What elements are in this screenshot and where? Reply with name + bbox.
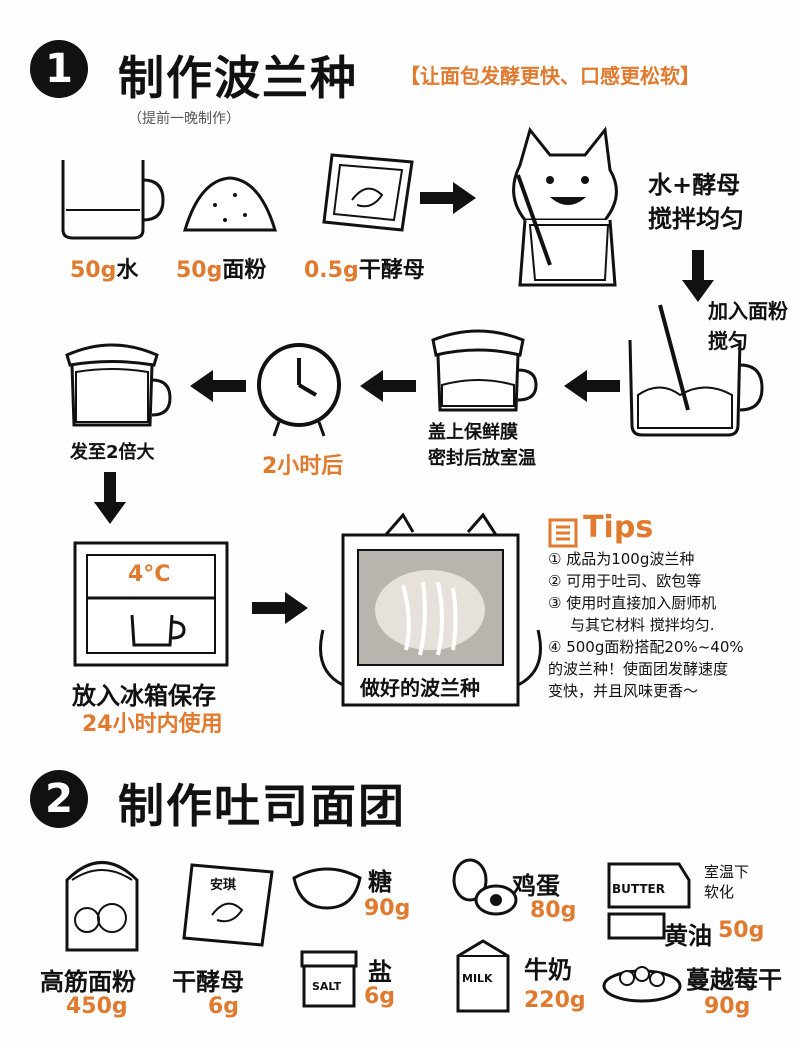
ingredient-milk-qty: 220g [524, 988, 586, 1013]
ingredient-cranberry-qty: 90g [704, 994, 751, 1019]
flour-name: 面粉 [222, 258, 267, 283]
water-qty: 50g [70, 258, 117, 283]
ingredient-cranberry: 蔓越莓干 [686, 966, 782, 994]
step-double-label: 发至2倍大 [70, 438, 155, 464]
flour-qty: 50g [176, 258, 223, 283]
yeast-brand-label: 安琪 [210, 878, 237, 893]
clock-icon [257, 343, 341, 437]
step-number-2: 2 [30, 770, 88, 828]
flour-cup-icon [628, 304, 764, 437]
ingredient-bread-flour: 高筋面粉 [40, 968, 136, 996]
step-double-text: 发至2倍大 [70, 442, 155, 463]
ingredient-egg: 鸡蛋 [512, 872, 560, 900]
arrow-left-icon-3 [190, 370, 246, 402]
sugar-bowl-icon [292, 867, 362, 910]
ingredient-salt: 盐 [368, 958, 392, 986]
arrow-left-icon-2 [360, 370, 416, 402]
tip-line: 变快，并且风味更香～ [548, 682, 699, 700]
ingredient-butter: 黄油 [664, 922, 712, 950]
ingredient-salt-qty: 6g [364, 984, 396, 1009]
yeast-packet-icon-2 [182, 863, 274, 947]
salt-jar-label: SALT [312, 980, 342, 993]
salt-jar-icon [300, 950, 358, 1008]
ingredient-yeast: 0.5g干酵母 [304, 252, 425, 284]
arrow-down-icon [682, 250, 714, 302]
fridge-icon [73, 541, 229, 667]
done-poolish-frame [319, 512, 542, 707]
ingredient-dry-yeast-qty: 6g [208, 994, 240, 1019]
milk-carton-label: MILK [462, 972, 493, 985]
ingredient-flour: 50g面粉 [176, 252, 266, 284]
flour-bag-icon [65, 861, 139, 952]
tips-title: Tips [583, 510, 654, 545]
water-name: 水 [116, 258, 139, 283]
tips-box: Tips [548, 510, 653, 548]
yeast-packet-icon [322, 153, 414, 232]
fridge-label: 放入冰箱保存 [72, 682, 216, 710]
tip-line: ① 成品为100g波兰种 [548, 550, 695, 568]
step-time-label: 2小时后 [262, 454, 344, 479]
tip-line: ② 可用于吐司、欧包等 [548, 572, 702, 590]
risen-cup-icon [65, 343, 172, 427]
butter-icon [607, 862, 691, 940]
butter-box-label: BUTTER [612, 882, 665, 896]
tips-icon [548, 518, 578, 547]
tips-list: ① 成品为100g波兰种 ② 可用于吐司、欧包等 ③ 使用时直接加入厨师机 与其… [548, 548, 744, 702]
tip-line: ④ 500g面粉搭配20%~40% [548, 638, 744, 656]
section1-title: 制作波兰种 [118, 51, 358, 105]
tip-line: 的波兰种！使面团发酵速度 [548, 660, 729, 678]
ingredient-sugar: 糖 [368, 868, 392, 896]
milk-carton-icon [456, 939, 510, 1013]
arrow-down-icon-2 [94, 472, 126, 524]
cat-mixing-icon [512, 126, 618, 287]
cranberry-plate-icon [602, 966, 682, 1003]
arrow-left-icon [564, 370, 620, 402]
water-cup-icon [61, 160, 165, 240]
butter-note: 室温下 软化 [704, 863, 750, 901]
ingredient-dry-yeast: 干酵母 [172, 968, 244, 996]
done-label: 做好的波兰种 [360, 676, 480, 700]
covered-cup-icon [431, 329, 538, 412]
ingredient-sugar-qty: 90g [364, 896, 411, 921]
arrow-right-icon-2 [252, 592, 308, 624]
tip-line: 与其它材料 搅拌均匀. [570, 616, 715, 634]
section1-subtitle: 【让面包发酵更快、口感更松软】 [400, 64, 700, 88]
step-cover-label: 盖上保鲜膜 密封后放室温 [428, 422, 536, 469]
ingredient-water: 50g水 [70, 252, 138, 284]
step-number-1: 1 [30, 40, 88, 98]
egg-icon [452, 858, 518, 916]
yeast-qty: 0.5g [304, 258, 359, 283]
ingredient-butter-qty: 50g [718, 918, 765, 943]
ingredient-egg-qty: 80g [530, 898, 577, 923]
flour-pile-icon [182, 176, 278, 232]
tip-line: ③ 使用时直接加入厨师机 [548, 594, 717, 612]
ingredient-bread-flour-qty: 450g [66, 994, 128, 1019]
ingredient-milk: 牛奶 [524, 956, 572, 984]
yeast-name: 干酵母 [358, 258, 425, 283]
arrow-right-icon [420, 182, 476, 214]
fridge-note: 24小时内使用 [82, 712, 223, 737]
section2-title: 制作吐司面团 [118, 779, 406, 833]
step-mix-label: 水+酵母 搅拌均匀 [648, 171, 744, 233]
section1-note: （提前一晚制作） [128, 111, 240, 127]
fridge-temp: 4°C [128, 562, 171, 587]
